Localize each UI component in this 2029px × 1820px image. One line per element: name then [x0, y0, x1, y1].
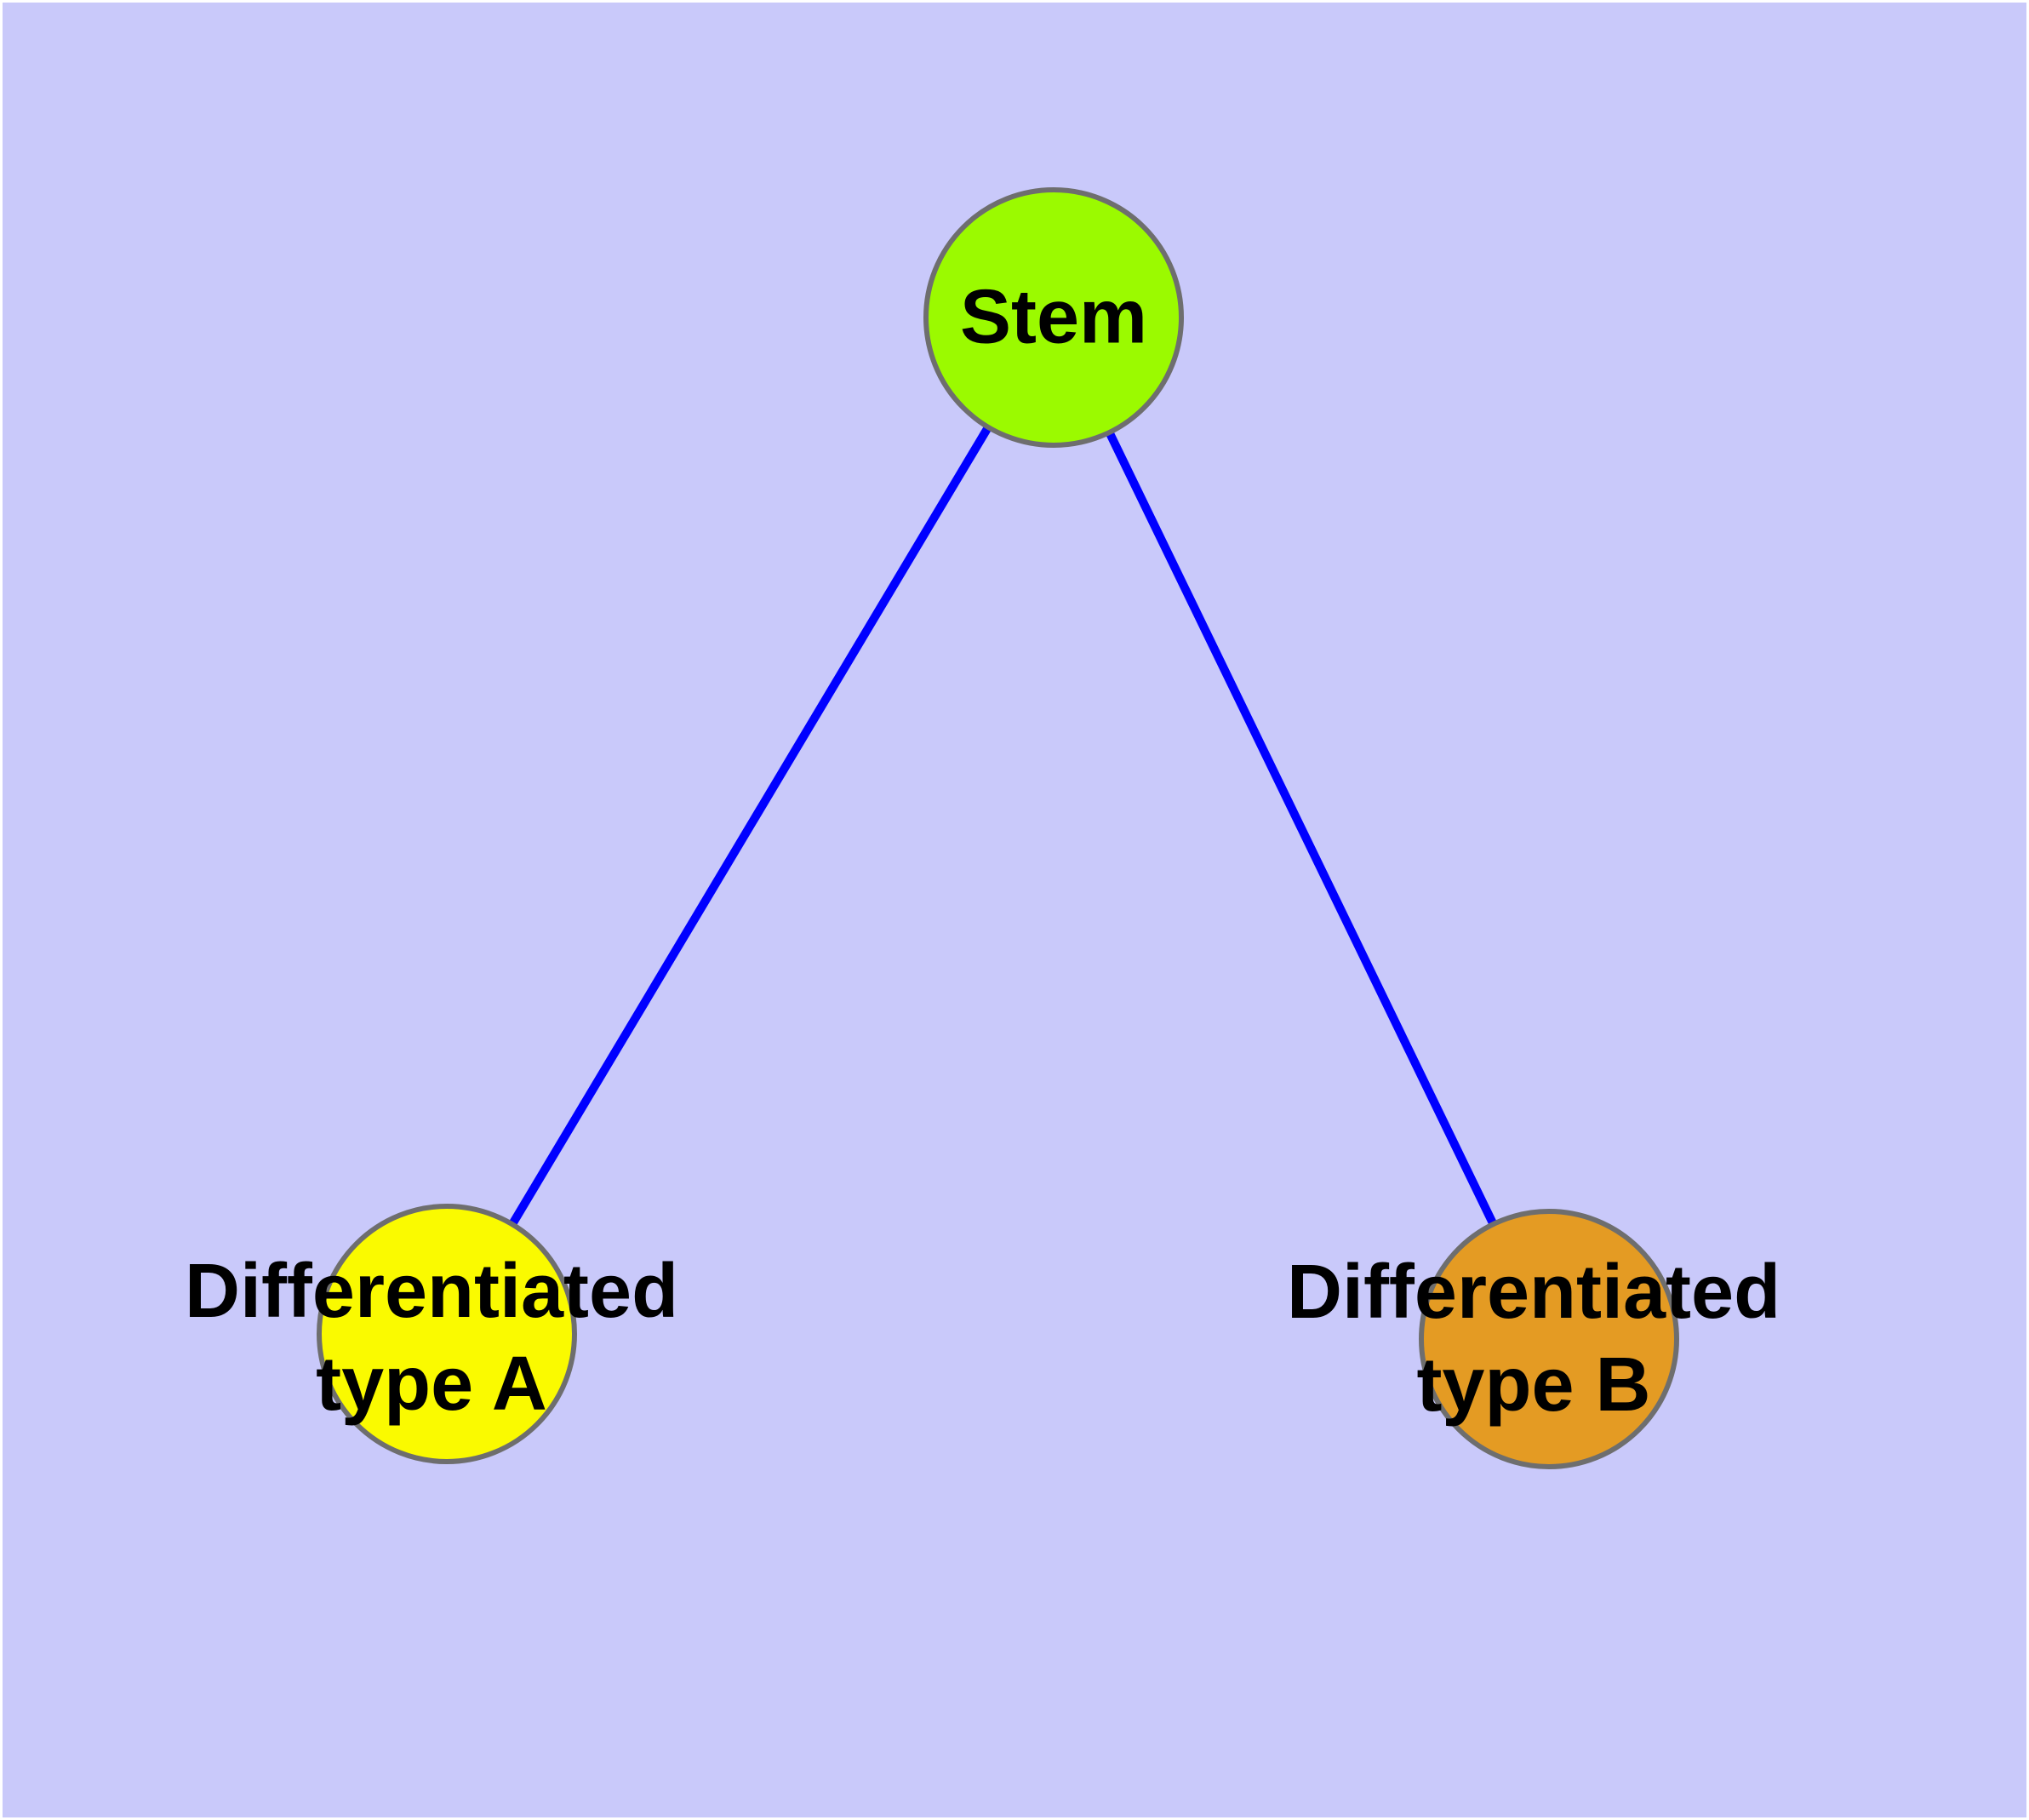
node-type-b-label-line2: type B [1416, 1342, 1651, 1428]
node-differentiated-type-b [1419, 1209, 1679, 1469]
node-stem [923, 187, 1184, 448]
node-type-b-label-line1: Differentiated [1286, 1250, 1781, 1335]
edge-stem-to-type-b [1049, 315, 1553, 1342]
edges-layer [443, 315, 1553, 1342]
node-type-b-label: Differentiated type B [1287, 1246, 1780, 1432]
edge-stem-to-type-a [443, 315, 1058, 1336]
node-type-a-label-line1: Differentiated [184, 1249, 679, 1334]
node-type-a-label: Differentiated type A [185, 1245, 678, 1431]
node-differentiated-type-a [317, 1204, 577, 1464]
node-type-a-label-line2: type A [316, 1342, 547, 1427]
node-stem-label: Stem [959, 274, 1148, 360]
